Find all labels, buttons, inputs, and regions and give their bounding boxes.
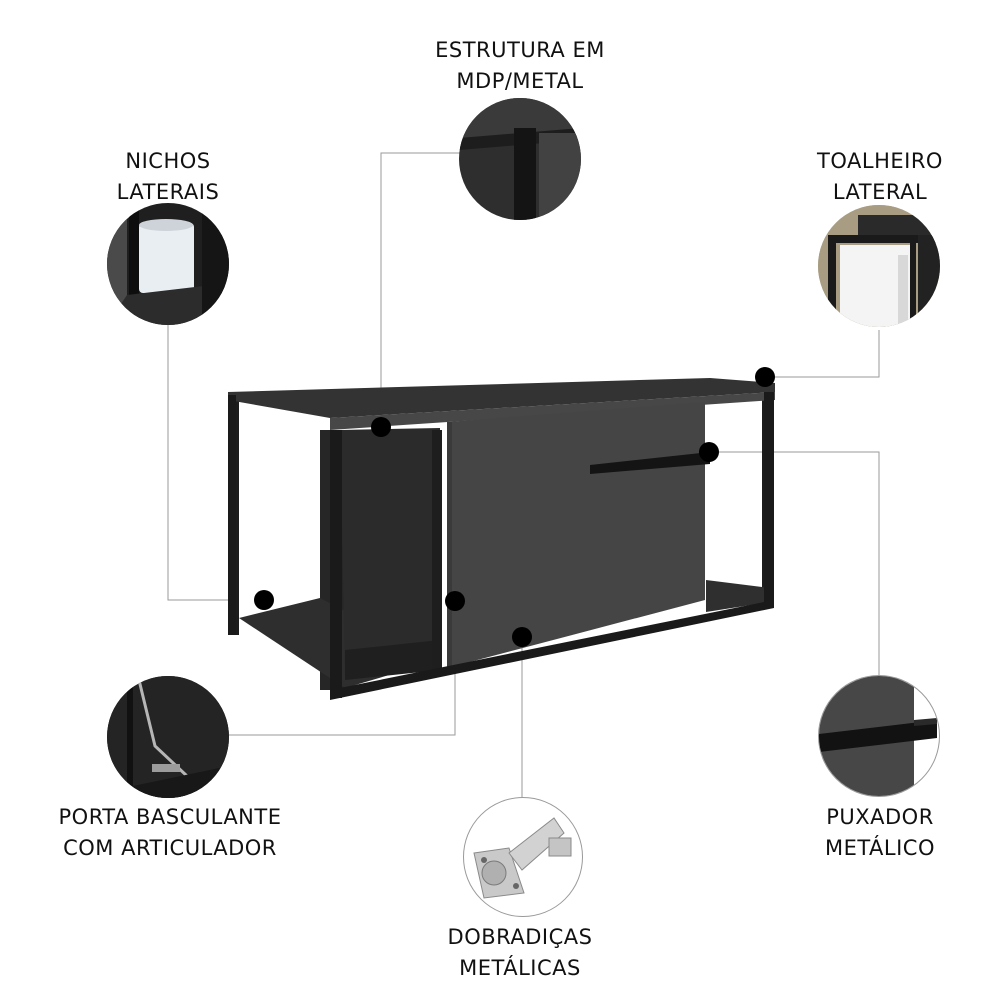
label-line: PUXADOR [826, 805, 934, 829]
hinge-arm-icon [107, 676, 229, 798]
label-line: LATERAIS [116, 180, 220, 204]
label-dobradicas: DOBRADIÇAS METÁLICAS [420, 922, 620, 984]
marker-dot-porta[interactable] [445, 591, 465, 611]
towel-rack-icon [818, 205, 940, 327]
cabinet-hinge-icon [473, 817, 572, 899]
marker-dot-nichos[interactable] [254, 590, 274, 610]
label-puxador: PUXADOR METÁLICO [805, 802, 955, 864]
toilet-paper-icon [107, 203, 229, 325]
leader-toalheiro [765, 330, 880, 378]
marker-dot-puxador[interactable] [699, 442, 719, 462]
label-nichos: NICHOS LATERAIS [98, 146, 238, 208]
detail-image-nichos [107, 203, 229, 325]
label-line: PORTA BASCULANTE [58, 805, 282, 829]
label-line: DOBRADIÇAS [447, 925, 593, 949]
label-porta: PORTA BASCULANTE COM ARTICULADOR [50, 802, 290, 864]
marker-dot-toalheiro[interactable] [755, 367, 775, 387]
label-line: MDP/METAL [456, 69, 584, 93]
label-line: COM ARTICULADOR [63, 836, 277, 860]
label-line: LATERAL [832, 180, 928, 204]
detail-image-puxador [818, 675, 940, 797]
marker-dot-estrutura[interactable] [371, 417, 391, 437]
detail-image-toalheiro [818, 205, 940, 327]
label-line: NICHOS [125, 149, 211, 173]
frame-joint-icon [459, 98, 581, 220]
metal-handle-icon [819, 676, 937, 796]
label-line: ESTRUTURA EM [435, 38, 605, 62]
label-line: METÁLICAS [459, 956, 581, 980]
detail-image-porta [107, 676, 229, 798]
leader-estrutura [380, 152, 462, 427]
detail-image-estrutura [459, 98, 581, 220]
label-toalheiro: TOALHEIRO LATERAL [805, 146, 955, 208]
label-line: TOALHEIRO [817, 149, 943, 173]
label-estrutura: ESTRUTURA EM MDP/METAL [410, 35, 630, 97]
label-line: METÁLICO [824, 836, 936, 860]
marker-dot-dobradicas[interactable] [512, 627, 532, 647]
detail-image-dobradicas [463, 797, 583, 917]
